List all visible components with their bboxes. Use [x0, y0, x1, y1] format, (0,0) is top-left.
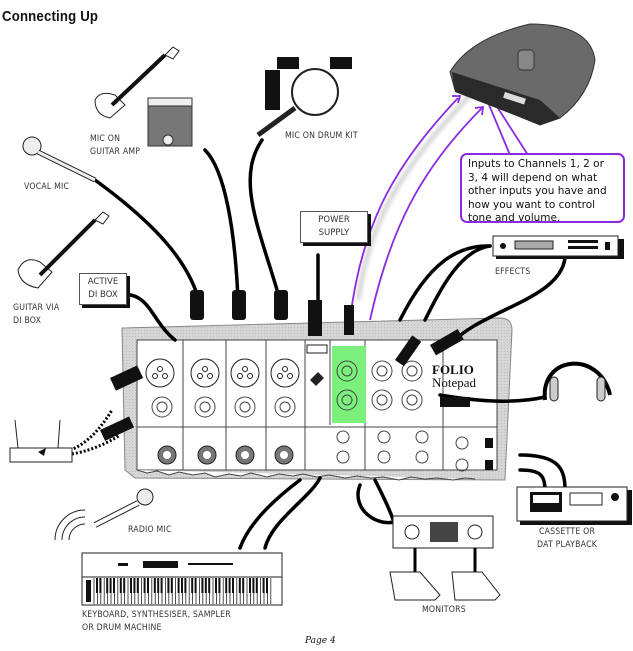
- black-key: [113, 578, 115, 593]
- black-key: [228, 578, 231, 593]
- label-line: MIC ON: [90, 134, 121, 144]
- black-key: [252, 578, 255, 593]
- label-effects: EFFECTS: [495, 267, 531, 277]
- radio-cable: [69, 409, 114, 452]
- black-key: [133, 578, 136, 593]
- mixer-brand-notepad: Notepad: [432, 375, 477, 390]
- radio-receiver-icon: [9, 419, 86, 541]
- power-supply-box: POWER SUPPLY: [300, 211, 368, 243]
- black-key: [249, 578, 251, 593]
- black-key: [232, 578, 234, 593]
- label-line: DAT PLAYBACK: [537, 540, 598, 550]
- label-mic-guitar-amp: MIC ON GUITAR AMP: [90, 133, 140, 159]
- label-line: GUITAR VIA: [13, 303, 60, 313]
- black-key: [147, 578, 149, 593]
- radio-mic-icon: [93, 488, 154, 528]
- guitar-amp-icon: [147, 97, 193, 147]
- guitar-di-icon: [17, 211, 110, 289]
- effects-unit-icon: [492, 235, 624, 259]
- power-pack-socket: [306, 344, 328, 354]
- black-key: [242, 578, 245, 593]
- label-line: DI BOX: [88, 290, 118, 300]
- power-amp-icon: [392, 515, 494, 572]
- black-key: [160, 578, 163, 593]
- label-line: CASSETTE OR: [538, 527, 596, 537]
- black-key: [170, 578, 173, 593]
- black-key: [201, 578, 204, 593]
- label-line: DI BOX: [13, 316, 42, 326]
- black-key: [255, 578, 258, 593]
- page-title: Connecting Up: [2, 8, 99, 25]
- black-key: [184, 578, 187, 593]
- label-cassette: CASSETTE OR DAT PLAYBACK: [537, 526, 597, 552]
- label-monitors: MONITORS: [422, 605, 466, 615]
- black-key: [177, 578, 180, 593]
- label-line: KEYBOARD, SYNTHESISER, SAMPLER: [82, 610, 231, 620]
- monitor-speakers-icon: [389, 571, 501, 601]
- jack-sockets: [151, 360, 469, 472]
- black-key: [194, 578, 197, 593]
- label-line: ACTIVE: [87, 277, 119, 287]
- black-key: [119, 578, 122, 593]
- black-key: [157, 578, 160, 593]
- plugs: [100, 290, 493, 470]
- black-key: [181, 578, 183, 593]
- guitar-top-icon: [94, 46, 180, 119]
- power-logo-icon: [310, 372, 324, 386]
- label-keyboard: KEYBOARD, SYNTHESISER, SAMPLER OR DRUM M…: [82, 609, 231, 635]
- cassette-deck-icon: [516, 486, 632, 525]
- black-key: [96, 578, 98, 593]
- label-mic-drum-kit: MIC ON DRUM KIT: [285, 131, 358, 141]
- headphones-icon: [542, 361, 612, 402]
- black-key: [266, 578, 268, 593]
- page-number: Page 4: [305, 636, 336, 646]
- black-key: [262, 578, 265, 593]
- preamp-knobs: [157, 445, 294, 465]
- black-key: [238, 578, 241, 593]
- black-key: [143, 578, 146, 593]
- black-key: [167, 578, 170, 593]
- callout-note: Inputs to Channels 1, 2 or 3, 4 will dep…: [460, 153, 625, 224]
- input-highlight: [332, 346, 366, 423]
- black-key: [136, 578, 139, 593]
- black-key: [218, 578, 221, 593]
- keyboard-keys: [93, 578, 272, 604]
- vocal-mic-icon: [22, 136, 97, 183]
- label-line: OR DRUM MACHINE: [82, 623, 162, 633]
- label-guitar-via-di: GUITAR VIA DI BOX: [13, 302, 59, 328]
- active-di-box: ACTIVE DI BOX: [79, 273, 127, 305]
- black-key: [204, 578, 207, 593]
- xlr-sockets: [145, 358, 300, 388]
- black-key: [191, 578, 194, 593]
- drum-kit-icon: [256, 57, 352, 138]
- black-key: [123, 578, 126, 593]
- black-key: [106, 578, 109, 593]
- label-vocal-mic: VOCAL MIC: [24, 182, 70, 192]
- black-key: [99, 578, 102, 593]
- black-key: [153, 578, 156, 593]
- mixer-brand-folio: FOLIO: [432, 362, 474, 377]
- label-line: POWER: [318, 215, 350, 225]
- label-radio-mic: RADIO MIC: [128, 525, 172, 535]
- label-line: GUITAR AMP: [90, 147, 141, 157]
- label-line: SUPPLY: [318, 228, 350, 238]
- black-key: [130, 578, 132, 593]
- bose-device: [449, 23, 596, 126]
- black-key: [215, 578, 217, 593]
- black-key: [225, 578, 228, 593]
- black-key: [208, 578, 211, 593]
- black-key: [109, 578, 112, 593]
